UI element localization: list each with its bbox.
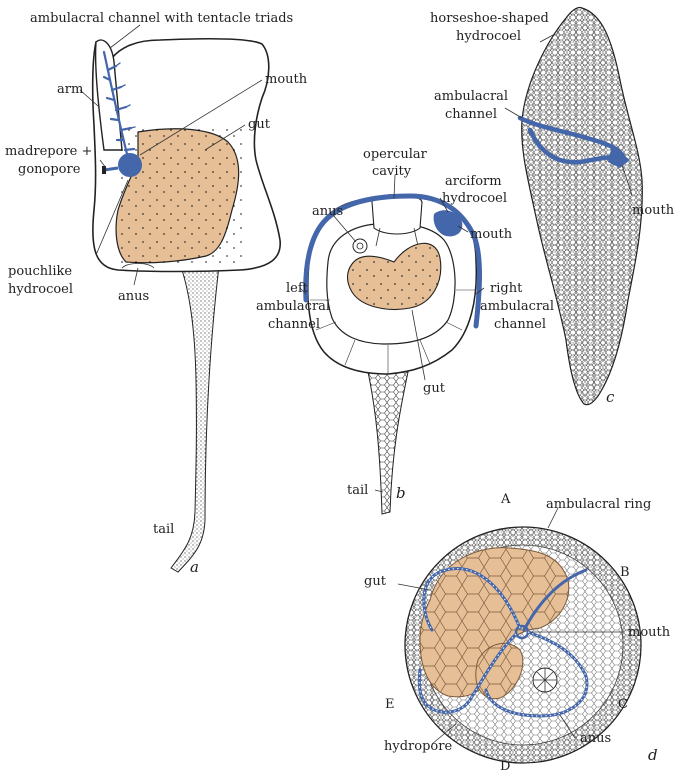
label-b-anus: anus [312, 204, 343, 219]
label-a-hydrocoel: hydrocoel [8, 282, 73, 297]
panel-a-gut-stipple [116, 126, 242, 264]
panel-b-tail [367, 371, 409, 515]
label-c-channel: channel [445, 107, 497, 122]
label-a-tail: tail [153, 522, 174, 537]
label-a-gonopore: gonopore [18, 162, 81, 177]
panel-d-letter: d [648, 746, 658, 764]
label-b-hydrocoel: hydrocoel [442, 191, 507, 206]
label-d-mouth: mouth [628, 625, 671, 640]
label-b-cavity: cavity [372, 164, 412, 179]
label-b-right-2: ambulacral [480, 299, 554, 314]
panel-c-letter: c [606, 388, 615, 406]
label-d-A: A [500, 492, 511, 507]
label-d-gut: gut [364, 574, 387, 589]
label-c-ambulacral: ambulacral [434, 89, 508, 104]
panel-d: A ambulacral ring B gut mouth E C anus h… [364, 492, 671, 772]
panel-a-tail [170, 253, 221, 573]
label-d-ambulacral-ring: ambulacral ring [546, 497, 651, 512]
label-c-hydrocoel: hydrocoel [456, 29, 521, 44]
label-d-anus: anus [580, 731, 611, 746]
label-d-B: B [620, 565, 630, 580]
panel-a-ambulacral-channel [102, 50, 136, 160]
label-c-mouth: mouth [632, 203, 675, 218]
label-a-arm: arm [57, 82, 83, 97]
panel-b-arciform-hydrocoel [433, 210, 463, 237]
label-d-hydropore: hydropore [384, 739, 452, 754]
label-b-right-1: right [490, 281, 523, 296]
panel-d-gut [419, 547, 570, 700]
label-a-ambulacral-channel: ambulacral channel with tentacle triads [30, 11, 293, 26]
label-b-mouth: mouth [470, 227, 513, 242]
panel-a: ambulacral channel with tentacle triads … [5, 11, 308, 576]
label-b-left-2: ambulacral [256, 299, 330, 314]
label-b-opercular: opercular [363, 147, 428, 162]
label-a-madrepore: madrepore + [5, 144, 92, 159]
label-b-gut: gut [423, 381, 446, 396]
panel-a-hydrocoel [118, 153, 142, 177]
panel-c: horseshoe-shaped hydrocoel ambulacral ch… [430, 6, 675, 406]
label-b-left-3: channel [268, 317, 320, 332]
label-b-left-1: left [286, 281, 309, 296]
label-a-mouth: mouth [265, 72, 308, 87]
label-d-C: C [618, 697, 628, 712]
panel-a-arm [94, 39, 123, 151]
label-b-right-3: channel [494, 317, 546, 332]
label-b-arciform: arciform [445, 174, 502, 189]
label-a-anus: anus [118, 289, 149, 304]
label-a-gut: gut [248, 117, 271, 132]
label-d-E: E [385, 697, 395, 712]
panel-b-ambulacral-channel [303, 193, 482, 329]
panel-b-letter: b [396, 484, 406, 502]
panel-a-letter: a [190, 558, 199, 576]
label-c-horseshoe: horseshoe-shaped [430, 11, 549, 26]
panel-b: opercular cavity arciform hydrocoel anus… [256, 147, 554, 515]
label-b-tail: tail [347, 483, 368, 498]
label-d-D: D [500, 759, 510, 772]
label-a-pouchlike: pouchlike [8, 264, 72, 279]
